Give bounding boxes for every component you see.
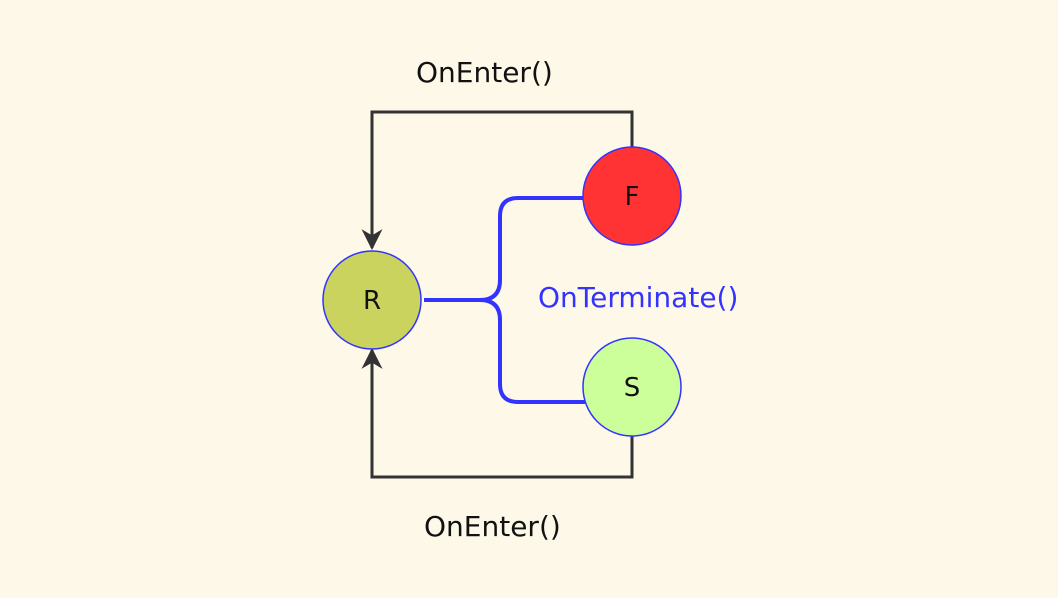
- top-edge-label: OnEnter(): [416, 56, 553, 89]
- node-f[interactable]: [582, 146, 682, 246]
- node-s[interactable]: [582, 337, 682, 437]
- node-f-label: F: [625, 182, 640, 212]
- node-r-label: R: [363, 286, 381, 316]
- edge-s-to-r: [361, 347, 634, 479]
- node-r[interactable]: [322, 250, 422, 350]
- terminate-label: OnTerminate(): [538, 281, 739, 314]
- edge-f-to-r: [361, 110, 634, 251]
- terminate-brace: [424, 196, 585, 404]
- bottom-edge-label: OnEnter(): [424, 510, 561, 543]
- node-s-label: S: [624, 373, 641, 403]
